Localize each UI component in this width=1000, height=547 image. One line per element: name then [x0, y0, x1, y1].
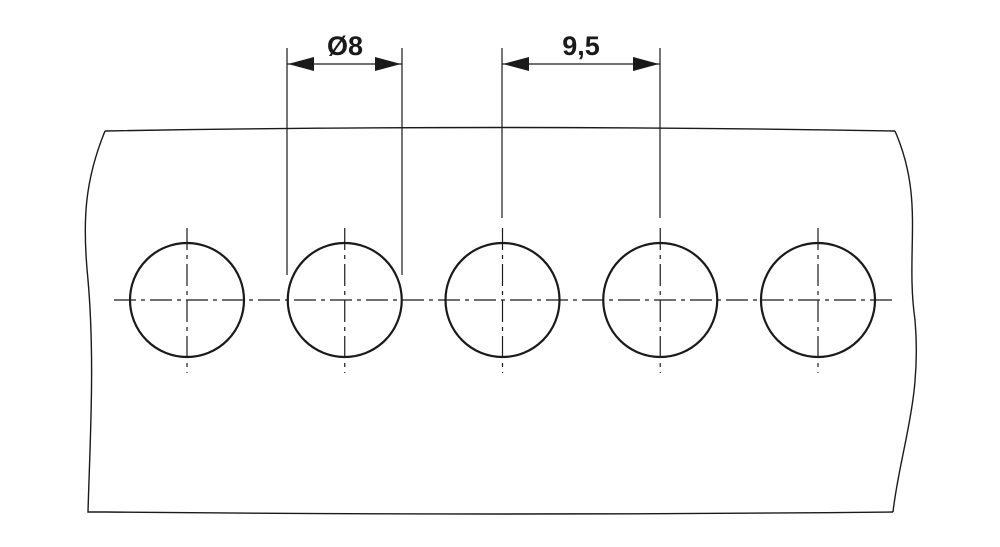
- strip-outline-left: [84, 130, 106, 513]
- arrowhead-icon: [633, 57, 659, 71]
- arrowhead-icon: [288, 57, 314, 71]
- arrowhead-icon: [375, 57, 401, 71]
- pitch-label: 9,5: [562, 31, 600, 61]
- diameter-label: Ø8: [327, 31, 363, 61]
- strip-outline-right: [892, 130, 918, 513]
- strip-outline-bottom: [104, 511, 894, 515]
- arrowhead-icon: [503, 57, 529, 71]
- strip-outline-top: [104, 126, 896, 132]
